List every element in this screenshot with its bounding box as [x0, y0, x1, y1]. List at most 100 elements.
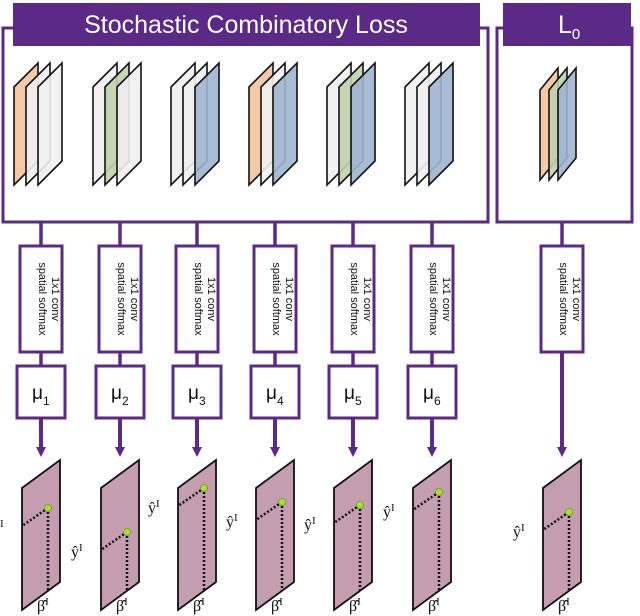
feature-map-sheet — [350, 61, 376, 187]
heatmap-plane — [255, 458, 295, 612]
mu-index: 6 — [434, 394, 441, 408]
mu-box — [249, 364, 301, 420]
beta-hat-sup: I — [45, 596, 49, 608]
beta-hat-sup: I — [566, 596, 570, 608]
feature-stack-2 — [92, 61, 142, 187]
mu-box — [406, 364, 458, 420]
feature-map-sheet — [194, 61, 220, 187]
y-hat-sup: I — [234, 512, 238, 524]
mu-box — [94, 364, 146, 420]
feature-stack-6 — [404, 61, 454, 187]
projection-line-y — [333, 503, 361, 525]
beta-hat-sup: I — [124, 596, 128, 608]
mu-index: 1 — [43, 394, 50, 408]
beta-hat-label: β̂I — [37, 596, 49, 615]
conv-label-line1: 1x1 conv — [283, 277, 295, 322]
conv-label-line1: 1x1 conv — [440, 277, 452, 322]
projection-line-y — [100, 530, 128, 552]
beta-hat-label: β̂I — [271, 596, 283, 615]
y-hat-label: ŷI — [383, 502, 395, 521]
y-hat-label: ŷI — [0, 518, 4, 537]
y-hat-label: ŷI — [304, 515, 316, 534]
heatmap-plane — [177, 458, 217, 612]
conv-label-line2: spatial softmax — [192, 262, 204, 336]
loss-header-bar — [13, 3, 480, 46]
conv-softmax-label: 1x1 convspatial softmax — [557, 262, 582, 336]
keypoint-dot — [123, 528, 131, 536]
y-hat-label: ŷI — [71, 542, 83, 561]
beta-hat-sup: I — [279, 596, 283, 608]
conv-softmax-label: 1x1 convspatial softmax — [36, 262, 61, 336]
conv-softmax-label: 1x1 convspatial softmax — [270, 262, 295, 336]
y-hat-sup: I — [312, 515, 316, 527]
beta-hat-sup: I — [436, 596, 440, 608]
projection-line-y — [177, 486, 205, 508]
beta-hat-label: β̂I — [193, 596, 205, 615]
y-hat-sup: I — [0, 518, 4, 530]
projection-line-y — [542, 510, 570, 532]
keypoint-dot — [356, 501, 364, 509]
mu-index: 5 — [355, 394, 362, 408]
projection-line-y — [21, 506, 49, 528]
heatmap-plane — [542, 458, 582, 612]
keypoint-dot — [435, 488, 443, 496]
l0-feature-stack — [539, 65, 577, 183]
feature-stack-1 — [13, 61, 63, 187]
beta-hat-sup: I — [201, 596, 205, 608]
conv-softmax-label: 1x1 convspatial softmax — [348, 262, 373, 336]
conv-label-line1: 1x1 conv — [361, 277, 373, 322]
y-hat-sup: I — [521, 522, 525, 534]
keypoint-dot — [44, 504, 52, 512]
beta-hat-label: β̂I — [558, 596, 570, 615]
feature-map-sheet — [37, 61, 63, 187]
beta-hat-label: β̂I — [116, 596, 128, 615]
conv-label-line1: 1x1 conv — [49, 277, 61, 322]
y-hat-sup: I — [156, 498, 160, 510]
projection-line-y — [412, 490, 440, 512]
beta-hat-label: β̂I — [428, 596, 440, 615]
conv-label-line2: spatial softmax — [348, 262, 360, 336]
conv-label-line2: spatial softmax — [36, 262, 48, 336]
mu-index: 2 — [122, 394, 129, 408]
feature-map-sheet — [557, 65, 577, 183]
feature-map-sheet — [272, 61, 298, 187]
beta-hat-sup: I — [357, 596, 361, 608]
conv-softmax-box — [97, 244, 143, 354]
conv-label-line2: spatial softmax — [427, 262, 439, 336]
beta-hat-label: β̂I — [349, 596, 361, 615]
conv-softmax-label: 1x1 convspatial softmax — [115, 262, 140, 336]
column-l0: 1x1 convspatial softmax ŷI β̂I — [513, 222, 585, 615]
mu-box — [15, 364, 67, 420]
conv-label-line2: spatial softmax — [115, 262, 127, 336]
feature-map-sheet — [116, 61, 142, 187]
l0-header-bar — [503, 3, 631, 46]
keypoint-dot — [200, 484, 208, 492]
loss-title: Stochastic Combinatory Loss — [84, 11, 408, 39]
conv-softmax-box — [18, 244, 64, 354]
l0-title: L0 — [558, 11, 580, 43]
conv-label-line1: 1x1 conv — [570, 277, 582, 322]
feature-map-stacks — [13, 61, 577, 187]
heatmap-plane — [412, 458, 452, 612]
conv-softmax-box — [252, 244, 298, 354]
feature-stack-4 — [248, 61, 298, 187]
heatmap-plane — [100, 458, 140, 612]
projection-line-y — [255, 500, 283, 522]
column-1: 1x1 convspatial softmaxμ1ŷIβ̂I — [0, 222, 67, 615]
y-hat-label: ŷI — [226, 512, 238, 531]
conv-label-line2: spatial softmax — [270, 262, 282, 336]
keypoint-dot — [278, 498, 286, 506]
mu-index: 4 — [277, 394, 284, 408]
conv-softmax-box — [539, 244, 585, 354]
feature-stack-3 — [170, 61, 220, 187]
y-hat-label: ŷI — [513, 522, 525, 541]
conv-label-line2: spatial softmax — [557, 262, 569, 336]
y-hat-label: ŷI — [148, 498, 160, 517]
